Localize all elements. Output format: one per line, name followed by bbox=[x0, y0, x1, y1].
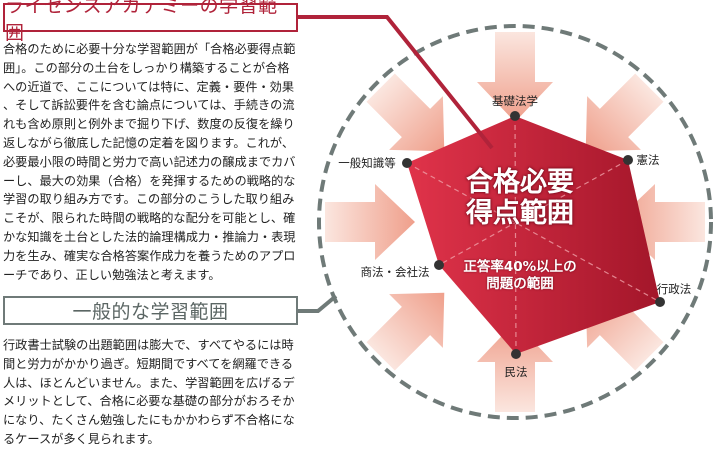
hexagon-axes bbox=[406, 115, 661, 355]
general-description: 行政書士試験の出題範囲は膨大で、すべてやるには時間と労力がかかり過ぎ。短期間です… bbox=[3, 338, 295, 446]
axis-label-general-knowledge: 一般知識等 bbox=[338, 156, 396, 170]
center-subtitle: 正答率40%以上の 問題の範囲 bbox=[463, 259, 576, 293]
axis-label-commercial-law: 商法・会社法 bbox=[360, 265, 430, 279]
center-title-line1: 合格必要 bbox=[466, 167, 574, 198]
academy-scope-title: ライセンスアカデミーの学習範囲 bbox=[3, 0, 298, 44]
general-connector-line bbox=[298, 294, 338, 313]
inward-arrow bbox=[325, 184, 415, 260]
academy-description: 合格のために必要十分な学習範囲が「合格必要得点範囲」。この部分の土台をしっかり構… bbox=[3, 42, 296, 282]
center-title: 合格必要 得点範囲 bbox=[466, 167, 574, 229]
dashed-circle bbox=[317, 24, 713, 420]
center-title-line2: 得点範囲 bbox=[466, 198, 574, 229]
axis-label-administrative-law: 行政法 bbox=[656, 282, 692, 296]
axis-label-civil-law: 民法 bbox=[504, 365, 528, 379]
inward-arrow bbox=[477, 32, 553, 122]
general-scope-title: 一般的な学習範囲 bbox=[3, 296, 298, 325]
academy-connector-line bbox=[298, 15, 494, 150]
inward-arrow bbox=[366, 292, 445, 371]
inward-arrow bbox=[366, 73, 445, 152]
center-subtitle-line1: 正答率40%以上の bbox=[463, 259, 577, 275]
axis-points bbox=[402, 111, 665, 359]
required-score-hexagon bbox=[407, 116, 660, 354]
axis-label-basic-law: 基礎法学 bbox=[492, 94, 538, 108]
axis-label-constitution: 憲法 bbox=[636, 153, 660, 167]
center-subtitle-line2: 問題の範囲 bbox=[486, 276, 554, 292]
inward-arrow bbox=[585, 73, 664, 152]
